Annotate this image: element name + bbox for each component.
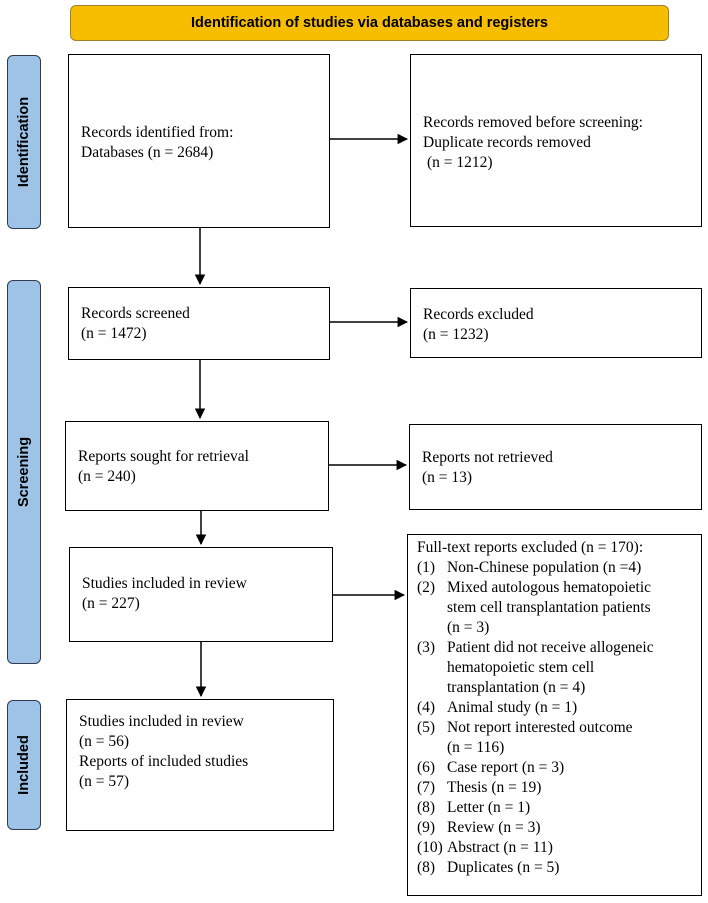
records-identified-line1: Records identified from: [81, 124, 234, 141]
fulltext-excluded-title: Full-text reports excluded (n = 170): [417, 539, 644, 556]
fulltext-excluded-item-number: (5) [417, 719, 436, 736]
reports-sought-line2: (n = 240) [78, 468, 136, 485]
reports-not-retrieved-line1: Reports not retrieved [422, 449, 553, 466]
fulltext-excluded-item: (9) Review (n = 3) [417, 818, 701, 838]
fulltext-excluded-item-number: (8) [417, 859, 436, 876]
fulltext-excluded-item-text: Not report interested outcome [447, 719, 633, 736]
phase-included: Included [7, 700, 41, 830]
records-identified-line2: Databases (n = 2684) [81, 144, 214, 161]
reports-not-retrieved-line2: (n = 13) [422, 469, 473, 486]
phase-identification: Identification [7, 55, 41, 229]
fulltext-excluded-item-text: stem cell transplantation patients [447, 599, 651, 616]
fulltext-excluded-item-text: Animal study (n = 1) [447, 699, 578, 716]
fulltext-excluded-item-number: (7) [417, 779, 436, 796]
fulltext-excluded-item: (10)Abstract (n = 11) [417, 838, 701, 858]
fulltext-excluded-item-text: (n = 116) [447, 739, 505, 756]
reports-sought-line1: Reports sought for retrieval [78, 448, 249, 465]
included-final-box: Studies included in review (n = 56) Repo… [66, 699, 334, 831]
fulltext-excluded-item-text: Mixed autologous hematopoietic [447, 579, 652, 596]
fulltext-excluded-item: (2) Mixed autologous hematopoietic [417, 578, 701, 598]
studies-review-line1: Studies included in review [82, 575, 247, 592]
studies-review-box: Studies included in review (n = 227) [69, 547, 333, 642]
fulltext-excluded-item-number: (6) [417, 759, 436, 776]
fulltext-excluded-item-number: (9) [417, 819, 436, 836]
fulltext-excluded-item-continuation: hematopoietic stem cell [417, 658, 701, 678]
fulltext-excluded-item-text: Duplicates (n = 5) [447, 859, 560, 876]
fulltext-excluded-item-number: (8) [417, 799, 436, 816]
included-final-line2: (n = 56) [79, 733, 130, 750]
fulltext-excluded-item-text: (n = 3) [447, 619, 490, 636]
fulltext-excluded-item-text: transplantation (n = 4) [447, 679, 586, 696]
included-final-line4: (n = 57) [79, 773, 130, 790]
fulltext-excluded-item: (6) Case report (n = 3) [417, 758, 701, 778]
records-screened-box: Records screened (n = 1472) [68, 287, 330, 360]
fulltext-excluded-item: (8) Letter (n = 1) [417, 798, 701, 818]
header-title: Identification of studies via databases … [191, 15, 548, 31]
records-identified-box: Records identified from: Databases (n = … [68, 54, 330, 228]
fulltext-excluded-item: (1) Non-Chinese population (n =4) [417, 558, 701, 578]
fulltext-excluded-item-number: (2) [417, 579, 436, 596]
fulltext-excluded-box: Full-text reports excluded (n = 170): (1… [407, 534, 702, 896]
fulltext-excluded-item: (3) Patient did not receive allogeneic [417, 638, 701, 658]
fulltext-excluded-item-text: Case report (n = 3) [447, 759, 565, 776]
fulltext-excluded-item-number: (3) [417, 639, 436, 656]
diagram-header: Identification of studies via databases … [70, 5, 669, 41]
records-removed-line1: Records removed before screening: [423, 114, 643, 131]
records-removed-line3: (n = 1212) [427, 154, 493, 171]
fulltext-excluded-item-text: Non-Chinese population (n =4) [447, 559, 642, 576]
records-removed-box: Records removed before screening: Duplic… [410, 54, 702, 227]
fulltext-excluded-item-number: (10) [417, 839, 443, 856]
fulltext-excluded-item-text: Thesis (n = 19) [447, 779, 542, 796]
fulltext-excluded-item: (7) Thesis (n = 19) [417, 778, 701, 798]
phase-screening: Screening [7, 280, 41, 664]
records-screened-line2: (n = 1472) [81, 325, 147, 342]
included-final-line3: Reports of included studies [79, 753, 249, 770]
studies-review-line2: (n = 227) [82, 595, 140, 612]
fulltext-excluded-item-text: Abstract (n = 11) [447, 839, 553, 856]
fulltext-excluded-item-text: Review (n = 3) [447, 819, 541, 836]
fulltext-excluded-item-text: hematopoietic stem cell [447, 659, 595, 676]
fulltext-excluded-item: (4) Animal study (n = 1) [417, 698, 701, 718]
included-final-line1: Studies included in review [79, 713, 244, 730]
records-removed-line2: Duplicate records removed [423, 134, 591, 151]
fulltext-excluded-item: (5) Not report interested outcome [417, 718, 701, 738]
reports-not-retrieved-box: Reports not retrieved (n = 13) [409, 424, 702, 510]
fulltext-excluded-item-text: Letter (n = 1) [447, 799, 531, 816]
fulltext-excluded-item: (8) Duplicates (n = 5) [417, 858, 701, 878]
fulltext-excluded-item-continuation: (n = 116) [417, 738, 701, 758]
fulltext-excluded-item-number: (1) [417, 559, 436, 576]
records-excluded-box: Records excluded (n = 1232) [410, 288, 702, 358]
fulltext-excluded-item-continuation: (n = 3) [417, 618, 701, 638]
records-excluded-line1: Records excluded [423, 306, 534, 323]
records-screened-line1: Records screened [81, 305, 190, 322]
fulltext-excluded-item-text: Patient did not receive allogeneic [447, 639, 654, 656]
records-excluded-line2: (n = 1232) [423, 326, 489, 343]
fulltext-excluded-item-number: (4) [417, 699, 436, 716]
fulltext-excluded-item-continuation: transplantation (n = 4) [417, 678, 701, 698]
fulltext-excluded-list: (1) Non-Chinese population (n =4) (2) Mixed… [417, 558, 701, 878]
fulltext-excluded-item-continuation: stem cell transplantation patients [417, 598, 701, 618]
reports-sought-box: Reports sought for retrieval (n = 240) [65, 421, 329, 511]
